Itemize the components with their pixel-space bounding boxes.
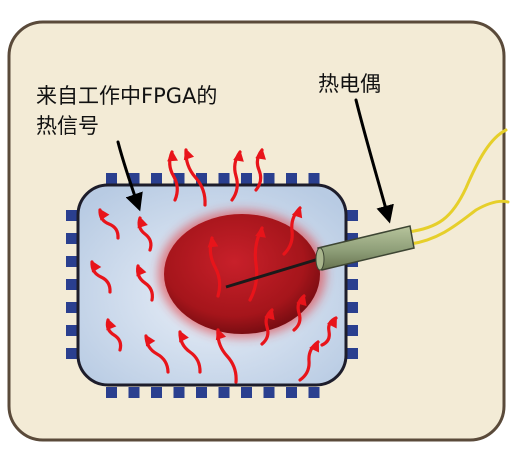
chip-pin-bottom [151, 387, 162, 398]
chip-pin-right [347, 210, 358, 221]
heat-arrow-head [327, 316, 337, 329]
wire-lower [408, 199, 510, 246]
heat-arrow-head [98, 208, 110, 221]
chip-pin-left [66, 325, 77, 336]
heat-arrow-head [106, 318, 117, 331]
probe-end [315, 247, 325, 271]
heat-arrow-head [296, 294, 307, 307]
chip-pin-top [308, 173, 320, 184]
chip-pin-bottom [218, 387, 230, 398]
heat-source-callout-arrow [116, 140, 143, 212]
heat-arrow-head [90, 260, 102, 273]
chip-pin-top [151, 173, 162, 184]
heat-source-label-line2: 热信号 [36, 114, 99, 138]
chip-pin-top [218, 173, 230, 184]
chip-pin-left [66, 233, 77, 244]
heat-arrow-head [207, 236, 219, 248]
heat-arrow-head [255, 226, 266, 238]
chip-pin-bottom [106, 387, 117, 398]
chip-pin-left [66, 279, 77, 290]
chip-pin-right [347, 302, 358, 313]
heat-arrow-shaft [248, 226, 264, 302]
chip-pin-top [196, 173, 207, 184]
chip-pin-bottom [241, 387, 252, 398]
chip-pin-bottom [128, 387, 140, 398]
heat-arrow-head [264, 308, 275, 321]
chip-pin-bottom [286, 387, 297, 398]
chip-pin-bottom [308, 387, 320, 398]
thermocouple-probe-icon [225, 225, 415, 289]
heat-arrows [90, 148, 338, 384]
chip-pin-right [347, 325, 358, 336]
thermocouple-label: 热电偶 [318, 72, 381, 96]
chip-pin-right [347, 279, 358, 290]
hot-spot [164, 214, 320, 334]
chip-pin-left [66, 256, 77, 267]
chip-pin-right [347, 348, 358, 359]
heat-arrow-head [309, 340, 320, 353]
chip-pin-left [66, 302, 77, 313]
chip-pin-bottom [196, 387, 207, 398]
chip-pin-left [66, 348, 77, 359]
heat-arrow-head [233, 150, 244, 162]
heat-arrow-head [183, 148, 195, 161]
chip-pin-top [263, 173, 275, 184]
heat-arrow-head [136, 264, 147, 277]
heat-arrow-head [144, 334, 156, 347]
wire-upper [406, 128, 508, 234]
probe-tip [225, 256, 323, 289]
heat-arrow-head [167, 150, 178, 162]
heat-arrow-head [255, 148, 267, 160]
thermocouple-wires [406, 128, 510, 246]
chip-pin-top [173, 173, 185, 184]
thermocouple-callout-arrow [354, 98, 394, 224]
chip-pin-left [66, 210, 77, 221]
chip-pin-top [241, 173, 252, 184]
heat-arrow-head [137, 216, 148, 229]
callout-arrows [116, 98, 394, 224]
chip-pin-bottom [173, 387, 185, 398]
heat-arrow-head [179, 330, 189, 343]
heat-arrow-head [291, 206, 303, 219]
chip-pin-right [347, 233, 358, 244]
chip-pin-top [128, 173, 140, 184]
chip-pin-top [286, 173, 297, 184]
chip-pin-bottom [263, 387, 275, 398]
heat-arrow-head [215, 328, 227, 341]
heat-source-label-line1: 来自工作中FPGA的 [36, 84, 218, 108]
chip-pin-top [106, 173, 117, 184]
